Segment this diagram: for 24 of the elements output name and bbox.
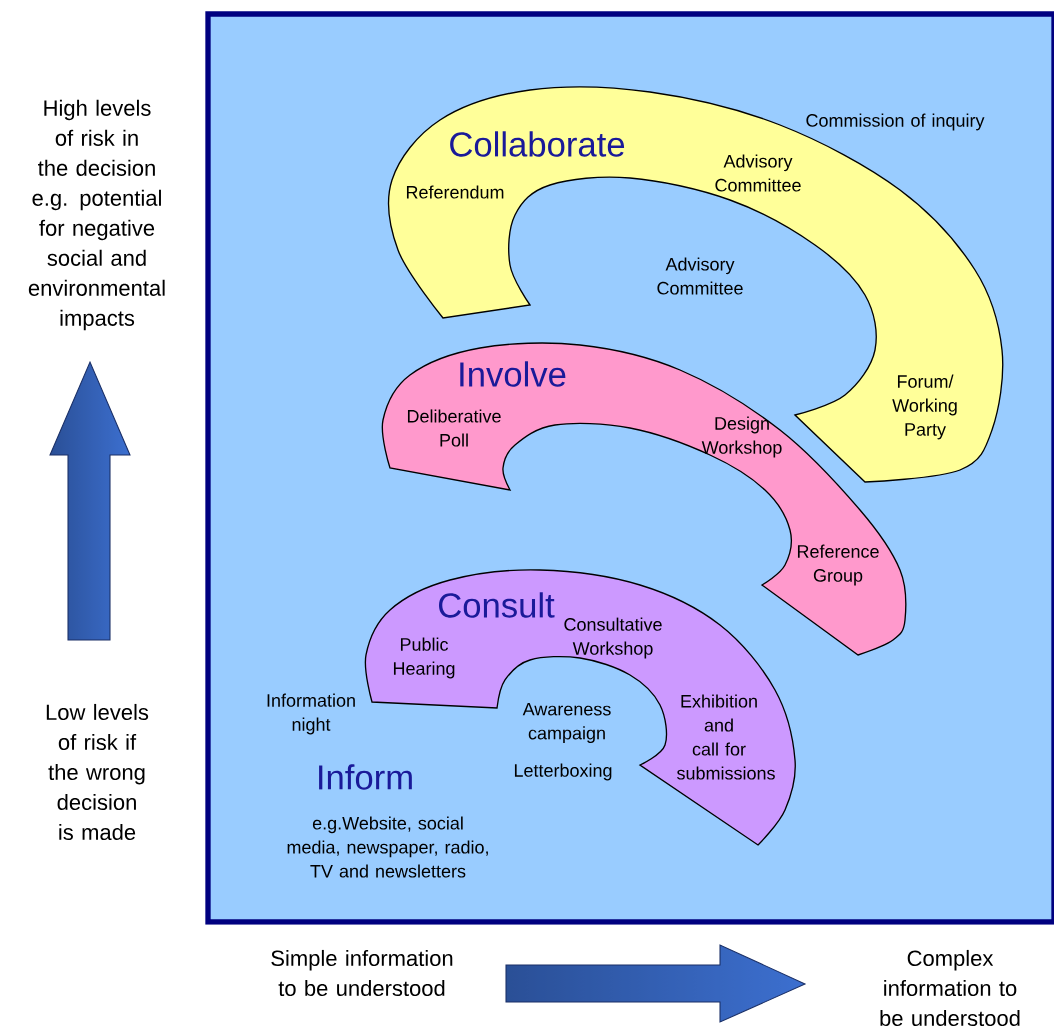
- label-text: Commission of inquiry: [806, 113, 985, 131]
- band-label: Public Hearing: [393, 637, 455, 679]
- label-text: Advisory Committee: [657, 257, 743, 295]
- band-label: Design Workshop: [701, 416, 782, 458]
- label-text: Information night: [267, 693, 355, 735]
- label-text: Awareness campaign: [522, 702, 611, 744]
- axis-text: High levels of risk in the decision e.g. potential for negative social and environmental impacts: [28, 99, 165, 331]
- axis-text: Simple information to be understood: [271, 949, 453, 997]
- arc-band: [387, 86, 1004, 483]
- label-text: Letterboxing: [514, 763, 612, 781]
- axis-text: Complex information to be understood: [880, 949, 1020, 1027]
- axis-text: Low levels of risk if the wrong decision is made: [46, 703, 149, 841]
- band-heading: Collaborate: [450, 131, 625, 157]
- band-heading: Involve: [460, 361, 566, 387]
- heading-text: Inform: [319, 764, 412, 790]
- band-label: Exhibition and call for submissions: [677, 694, 775, 780]
- band-label: Reference Group: [797, 544, 879, 586]
- band-label: Forum/ Working Party: [892, 374, 957, 440]
- band-heading: Consult: [439, 592, 555, 618]
- band-label: Advisory Committee: [715, 154, 801, 192]
- label-text: e.g.Website, social media, newspaper, radio, TV and newsletters: [287, 816, 488, 878]
- band-label: Deliberative Poll: [407, 409, 501, 447]
- band-label: Consultative Workshop: [564, 617, 662, 659]
- band-label: Referendum: [406, 185, 504, 199]
